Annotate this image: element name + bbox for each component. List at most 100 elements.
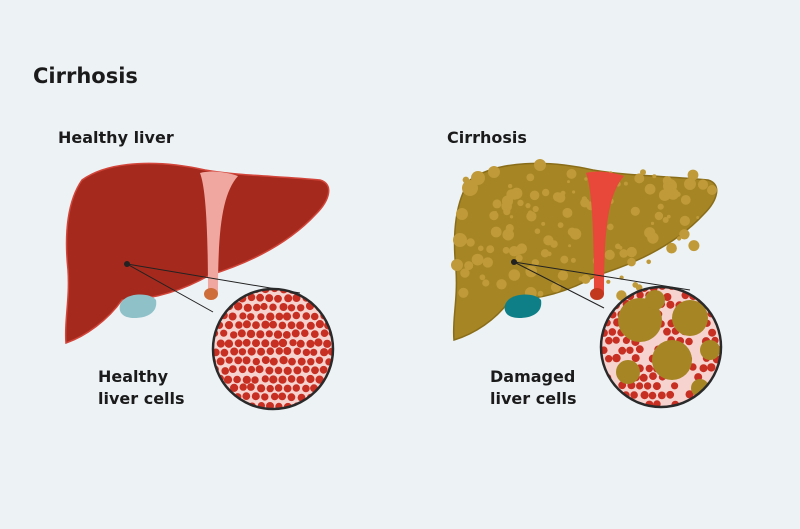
cirrhotic-nodule [479,274,486,281]
cirrhotic-pointer-line [513,261,691,291]
damaged-liver-cell [612,353,621,363]
liver-cell [269,375,278,384]
liver-cell [216,357,225,366]
liver-cell [246,329,256,339]
liver-cell [266,312,275,321]
cirrhotic-nodule [490,226,502,238]
cirrhotic-nodule [568,244,572,248]
liver-cell [257,347,266,356]
cirrhotic-nodule [680,195,691,205]
damaged-liver-cell [622,336,631,344]
liver-cell [213,312,220,321]
cirrhotic-nodule [634,173,645,184]
cirrhotic-nodule [453,233,467,247]
damaged-liver-cell [621,287,630,290]
cirrhotic-nodule [478,245,484,252]
liver-cell [324,302,333,311]
cirrhotic-nodule [696,216,700,219]
damaged-liver-cell [666,390,675,399]
liver-cell [278,375,287,384]
liver-cell [284,294,293,303]
liver-cell [283,347,292,355]
cirrhotic-nodule [534,228,541,234]
cirrhotic-nodule [697,179,709,190]
damaged-liver-cell [657,391,666,400]
liver-cell [297,357,306,366]
damaged-liver-cell [701,390,711,399]
cirrhotic-nodule [542,188,550,197]
liver-cell [296,289,305,293]
damaged-liver-cell [698,292,707,300]
damaged-liver-cell [707,363,716,372]
liver-cell [237,329,246,338]
damaged-liver-cell [708,328,717,337]
cirrhotic-nodule [541,221,546,226]
healthy-liver [64,162,330,345]
cirrhosis-heading: Cirrhosis [447,128,527,147]
damaged-liver-cell [639,373,648,382]
cirrhotic-nodule [566,168,577,179]
cirrhotic-nodule [462,180,478,196]
liver-cell [261,393,269,401]
cirrhotic-nodule [688,240,700,252]
liver-cell [220,348,229,357]
cirrhotic-nodule [515,254,523,262]
liver-cell [213,375,215,383]
cirrhotic-nodule [626,246,637,258]
liver-cell [310,348,318,356]
liver-cell [302,348,311,357]
liver-cell [251,376,259,384]
cirrhotic-nodule [525,265,537,278]
liver-cell [302,312,311,320]
cirrhotic-nodule [560,255,569,264]
liver-cell [315,393,324,402]
healthy-pointer-line [126,263,214,313]
damaged-liver-cell [601,390,603,398]
scar-tissue [700,340,720,360]
scar-tissue [672,300,708,336]
liver-cell [315,320,324,329]
liver-cell [305,289,314,293]
liver-cell [238,348,247,356]
cirrhotic-nodule [488,166,500,178]
cirrhotic-nodule [572,190,576,194]
liver-cell [243,289,252,293]
liver-cell [220,294,229,302]
damaged-liver-cell [618,346,627,355]
cirrhotic-nodule [496,279,507,290]
cirrhotic-nodule [502,228,514,241]
liver-cell [315,356,324,364]
liver-cell [274,294,282,303]
liver-cell [310,294,318,303]
cirrhotic-nodule [662,217,669,223]
cirrhotic-nodule [517,199,524,207]
scar-tissue [616,360,640,384]
cirrhotic-nodule [501,201,512,212]
liver-cell [315,375,324,384]
damaged-liver-cell [685,337,693,346]
cirrhotic-nodule [529,190,540,201]
cirrhotic-nodule [580,198,590,208]
cirrhotic-nodule [618,245,623,250]
liver-cell [224,321,234,330]
liver-cell [320,401,329,409]
damaged-liver-cell [645,364,653,373]
liver-cell [266,347,275,356]
damaged-liver-cell [604,287,613,292]
damaged-liver-cell [716,400,721,407]
liver-cell [293,347,301,355]
scar-tissue [652,340,692,380]
cirrhotic-nodule [460,268,470,278]
cirrhotic-nodule [466,238,475,247]
damaged-liver-cell [635,345,644,354]
liver-cell [252,303,261,312]
healthy-pointer-dot [124,261,130,267]
healthy-cells-label-line2: liver cells [98,389,185,408]
cirrhotic-nodule [547,251,552,257]
liver-cell [296,375,305,384]
cirrhotic-pointer-dot [511,259,517,265]
liver-cell [291,329,300,338]
cirrhotic-nodule [507,183,513,189]
cirrhotic-nodule [508,269,521,281]
liver-cell [234,339,243,348]
